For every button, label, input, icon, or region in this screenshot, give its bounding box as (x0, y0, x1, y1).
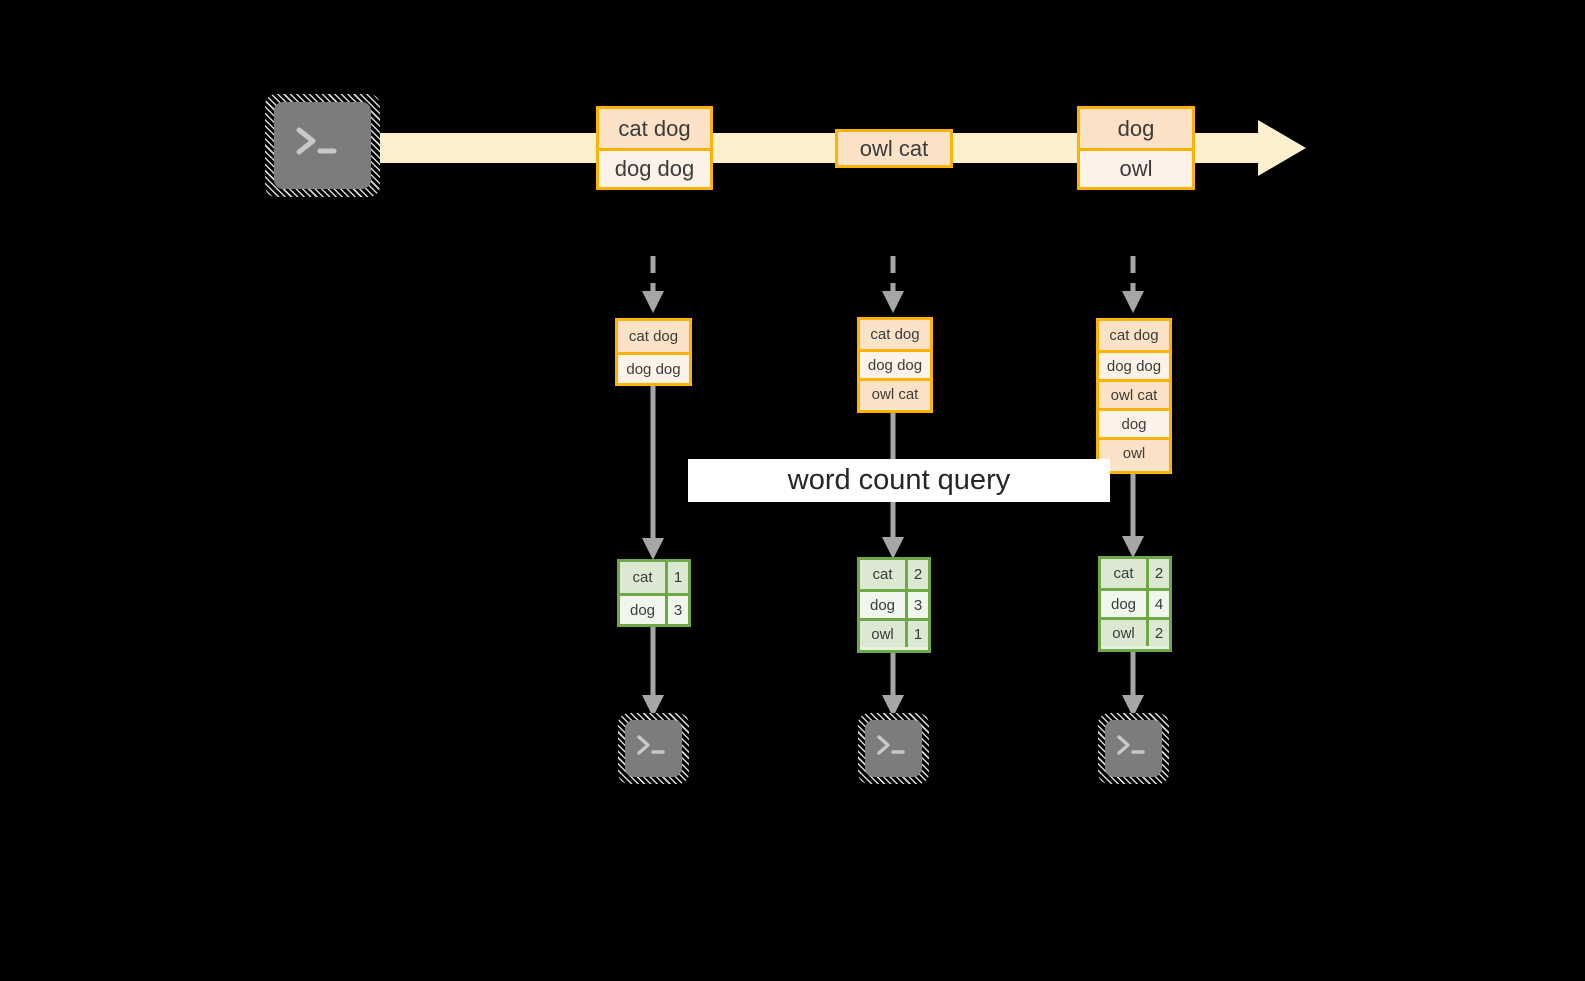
consumer-terminal-icon[interactable] (1098, 713, 1169, 784)
terminal-prompt-icon (877, 735, 905, 755)
result-word: cat (620, 562, 665, 593)
result-to-consumer-arrow (882, 653, 904, 717)
stream-message-box[interactable]: owl cat (835, 129, 953, 168)
result-count: 2 (1146, 559, 1169, 588)
result-word: dog (620, 596, 665, 624)
ingest-dashed-arrow (1122, 256, 1144, 313)
result-row: owl 1 (860, 618, 928, 647)
result-count: 3 (905, 592, 928, 618)
result-row: dog 3 (860, 589, 928, 618)
result-row: cat 2 (860, 560, 928, 589)
snapshot-table[interactable]: cat dog dog dog owl cat dog owl (1096, 318, 1172, 474)
snapshot-row: cat dog (618, 321, 689, 352)
stream-message-line: owl cat (838, 132, 950, 165)
terminal-prompt-icon (637, 735, 665, 755)
snapshot-row: owl (1099, 437, 1169, 466)
snapshot-row: dog dog (618, 352, 689, 383)
result-row: cat 1 (620, 562, 688, 593)
consumer-terminal-icon[interactable] (618, 713, 689, 784)
result-word: owl (860, 621, 905, 647)
snapshot-row: owl cat (1099, 379, 1169, 408)
result-word: dog (860, 592, 905, 618)
stream-ribbon-arrowhead (1258, 120, 1306, 176)
stream-message-line: dog dog (599, 148, 710, 187)
terminal-face (865, 720, 922, 777)
stream-message-line: cat dog (599, 109, 710, 148)
result-count: 4 (1146, 591, 1169, 617)
query-label: word count query (688, 459, 1110, 502)
stream-message-box[interactable]: cat dog dog dog (596, 106, 713, 190)
snapshot-table[interactable]: cat dog dog dog (615, 318, 692, 386)
ingest-dashed-arrow (882, 256, 904, 313)
consumer-terminal-icon[interactable] (858, 713, 929, 784)
result-word: dog (1101, 591, 1146, 617)
snapshot-row: dog dog (860, 349, 930, 378)
terminal-face (625, 720, 682, 777)
result-word: cat (860, 560, 905, 589)
result-to-consumer-arrow (1122, 652, 1144, 717)
result-table[interactable]: cat 2 dog 3 owl 1 (857, 557, 931, 653)
query-arrow (1122, 474, 1144, 558)
result-count: 2 (905, 560, 928, 589)
stream-message-line: owl (1080, 148, 1192, 187)
stream-message-box[interactable]: dog owl (1077, 106, 1195, 190)
producer-terminal-icon[interactable] (265, 94, 380, 197)
stream-message-line: dog (1080, 109, 1192, 148)
result-to-consumer-arrow (642, 627, 664, 717)
result-row: dog 3 (620, 593, 688, 624)
snapshot-row: dog (1099, 408, 1169, 437)
result-word: cat (1101, 559, 1146, 588)
terminal-prompt-icon (1117, 735, 1145, 755)
terminal-face (274, 102, 371, 189)
result-count: 1 (905, 621, 928, 647)
result-row: dog 4 (1101, 588, 1169, 617)
terminal-prompt-icon (296, 127, 337, 155)
result-count: 2 (1146, 620, 1169, 646)
result-row: cat 2 (1101, 559, 1169, 588)
result-row: owl 2 (1101, 617, 1169, 646)
query-arrow (642, 386, 664, 560)
snapshot-table[interactable]: cat dog dog dog owl cat (857, 317, 933, 413)
ingest-dashed-arrow (642, 256, 664, 313)
result-count: 3 (665, 596, 688, 624)
result-table[interactable]: cat 1 dog 3 (617, 559, 691, 627)
snapshot-row: cat dog (1099, 321, 1169, 350)
result-word: owl (1101, 620, 1146, 646)
result-count: 1 (665, 562, 688, 593)
terminal-face (1105, 720, 1162, 777)
snapshot-row: dog dog (1099, 350, 1169, 379)
snapshot-row: cat dog (860, 320, 930, 349)
snapshot-row: owl cat (860, 378, 930, 407)
result-table[interactable]: cat 2 dog 4 owl 2 (1098, 556, 1172, 652)
